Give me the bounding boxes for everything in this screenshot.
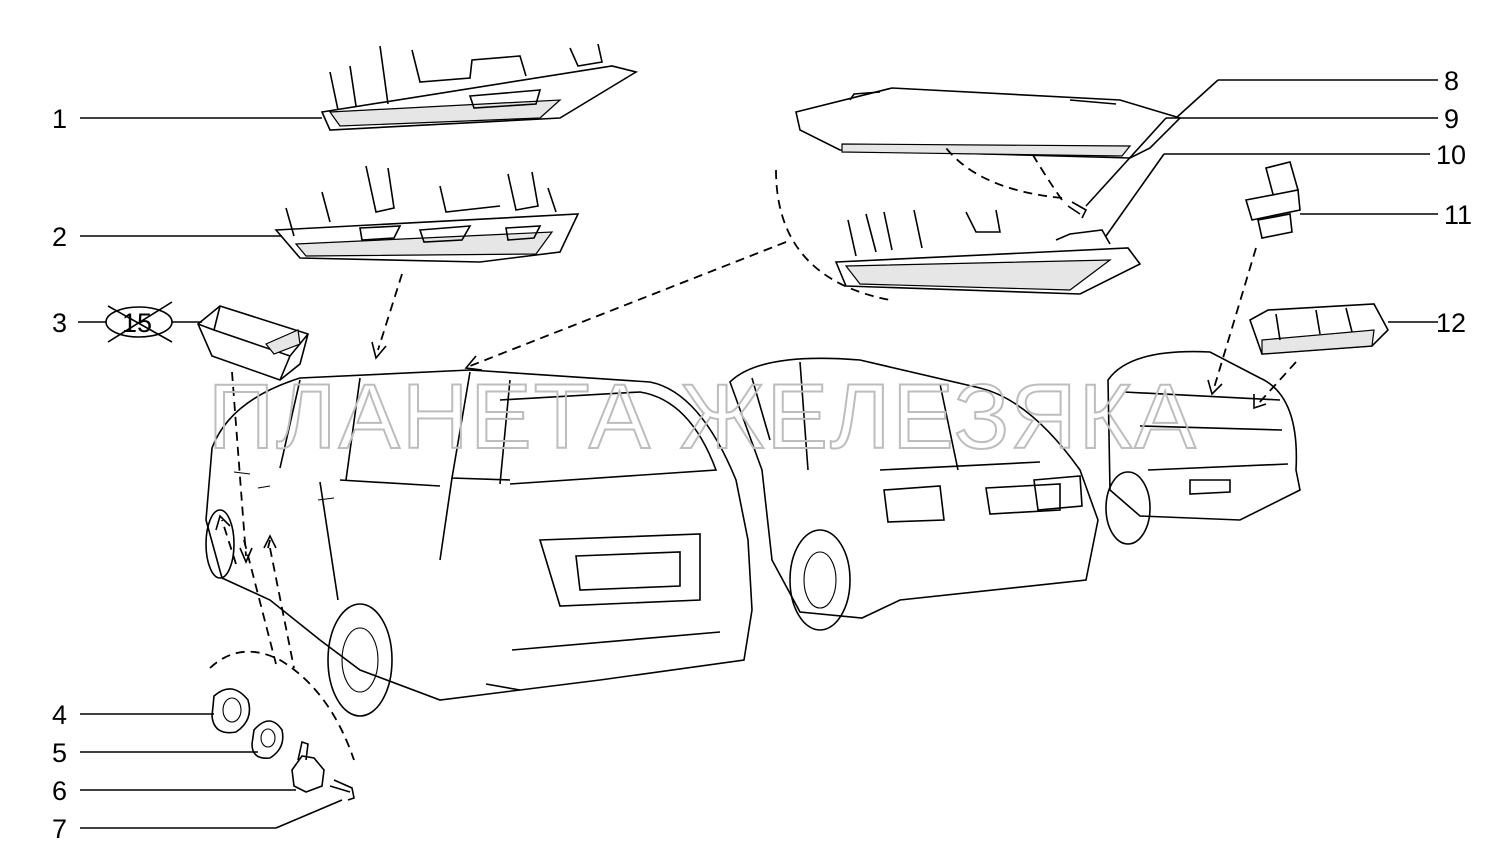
part-11-bulb-socket bbox=[1244, 161, 1301, 239]
part-2-lamp-housing bbox=[274, 165, 580, 263]
callout-6: 6 bbox=[52, 776, 67, 806]
callout-10: 10 bbox=[1436, 140, 1466, 170]
callout-12: 12 bbox=[1436, 308, 1466, 338]
callout-8: 8 bbox=[1444, 66, 1459, 96]
callout-5: 5 bbox=[52, 738, 67, 768]
part-3-relay-block bbox=[197, 305, 309, 381]
callout-11: 11 bbox=[1444, 200, 1472, 230]
part-1-ceiling-lamp bbox=[320, 43, 639, 131]
callout-labels: 1 2 3 15 4 5 6 7 8 9 10 11 12 bbox=[52, 66, 1472, 844]
part-5-gasket bbox=[251, 720, 284, 760]
vehicle-hatchback bbox=[1105, 350, 1301, 545]
leader-dash-3 bbox=[231, 371, 247, 557]
callout-1: 1 bbox=[52, 104, 67, 134]
part-6-door-switch bbox=[291, 740, 325, 793]
leader-dash-2 bbox=[377, 273, 403, 351]
part-7-screw bbox=[329, 779, 355, 801]
lens-arc bbox=[775, 169, 891, 301]
part-4-switch-boot bbox=[211, 688, 251, 734]
callout-4: 4 bbox=[52, 700, 67, 730]
vehicle-sedan bbox=[729, 357, 1099, 631]
callout-leaders bbox=[78, 79, 1438, 829]
callout-2: 2 bbox=[52, 222, 67, 252]
leader-dash-12 bbox=[1257, 361, 1297, 405]
callout-3-ref-15: 15 bbox=[122, 308, 152, 338]
vehicle-minivan bbox=[205, 369, 753, 717]
callout-3: 3 bbox=[52, 308, 67, 338]
callout-9: 9 bbox=[1444, 104, 1459, 134]
part-12-plate-lamp bbox=[1249, 303, 1389, 355]
watermark: ПЛАНЕТА ЖЕЛЕЗЯКА bbox=[208, 366, 1198, 468]
part-8-lamp-lens bbox=[795, 87, 1182, 159]
leader-dash-10 bbox=[469, 241, 787, 367]
callout-7: 7 bbox=[52, 814, 67, 844]
door-arc bbox=[209, 650, 355, 761]
part-10-lamp-housing bbox=[834, 209, 1142, 295]
part-9-screw bbox=[1067, 201, 1088, 219]
leader-dash-11 bbox=[1213, 247, 1257, 389]
